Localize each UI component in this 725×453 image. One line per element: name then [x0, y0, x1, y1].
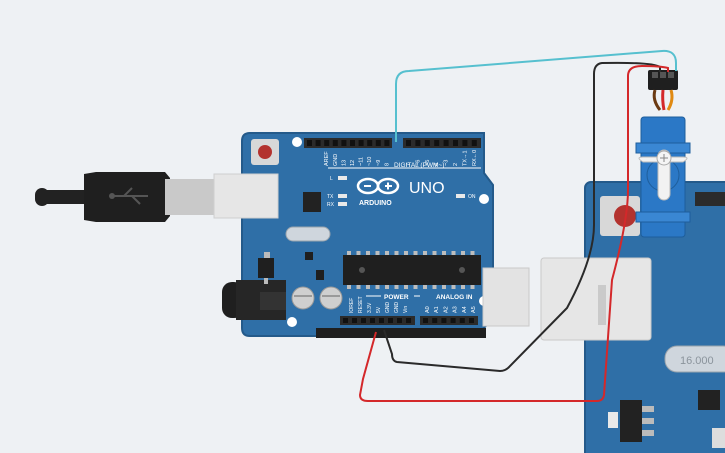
digital-pin-label: 8 [384, 163, 390, 166]
analog-pin-label: A5 [471, 306, 477, 313]
capacitors [291, 286, 343, 310]
signal-wire[interactable] [395, 49, 677, 142]
analog-pin-label: A0 [425, 306, 431, 313]
digital-pin-label: TX→1 [462, 150, 468, 166]
second-crystal [664, 345, 725, 373]
digital-pin-label: GND [333, 154, 339, 166]
power-pin-label: GND [385, 302, 391, 314]
board-model: UNO [409, 180, 445, 197]
digital-pin-label: ~3 [444, 160, 450, 166]
cable-connector [482, 267, 530, 327]
mount-hole [292, 137, 302, 147]
crystal [285, 226, 331, 242]
digital-pin-label: RX←0 [472, 150, 478, 166]
analog-pin-label: A4 [462, 306, 468, 313]
reset-button[interactable] [251, 139, 279, 165]
tx-led [338, 194, 347, 198]
power-header[interactable] [340, 316, 478, 325]
on-led [456, 194, 465, 198]
digital-pin-label: ~9 [376, 160, 382, 166]
arduino-logo-icon [356, 177, 400, 195]
on-label: ON [468, 194, 476, 200]
analog-pin-label: A2 [443, 306, 449, 313]
power-jack [222, 280, 286, 320]
mount-hole [479, 194, 489, 204]
rx-led [338, 202, 347, 206]
digital-label: DIGITAL (PWM~) [394, 162, 444, 169]
digital-pin-label: 4 [434, 163, 440, 166]
board-bottom-edge [316, 328, 486, 338]
atmega-chip [343, 251, 481, 289]
digital-pin-label: 12 [350, 160, 356, 166]
power-pin-label: IOREF [349, 298, 355, 313]
power-pin-label: GND [394, 302, 400, 314]
power-pin-label: 3.3V [367, 302, 373, 313]
digital-header[interactable] [304, 138, 481, 169]
digital-pin-label: 2 [453, 163, 459, 166]
digital-pin-label: ~5 [425, 160, 431, 166]
usb-jack [213, 173, 279, 219]
power-pin-label: RESET [358, 296, 364, 313]
power-pin-label: 5V [376, 306, 382, 313]
usb-symbol-icon [109, 187, 148, 205]
digital-pin-label: 7 [406, 163, 412, 166]
second-header [695, 192, 725, 206]
analog-label: ANALOG IN [436, 294, 473, 301]
analog-pin-label: A1 [434, 306, 440, 313]
power-pin-label: Vin [403, 306, 409, 313]
rx-label: RX [327, 202, 335, 208]
digital-pin-label: ~11 [359, 157, 365, 166]
l-label: L [330, 176, 333, 182]
digital-pin-label: ~6 [415, 160, 421, 166]
digital-pin-label: AREF [324, 151, 330, 166]
usb-chip [303, 192, 321, 212]
power-wire[interactable] [358, 64, 669, 402]
l-led [338, 176, 347, 180]
ground-wire[interactable] [383, 61, 661, 373]
crystal-label: 16.000 [680, 355, 714, 367]
voltage-regulator [258, 258, 274, 278]
second-usb-jack [540, 257, 652, 341]
power-label: POWER [384, 294, 409, 301]
second-arduino-board[interactable]: 16.000 [540, 181, 725, 453]
tx-label: TX [327, 194, 334, 200]
mount-hole [287, 317, 297, 327]
board-brand: ARDUINO [359, 200, 392, 207]
digital-pin-label: ~10 [367, 157, 373, 166]
second-regulator [620, 400, 642, 442]
digital-pin-label: 13 [341, 160, 347, 166]
servo-horn-icon[interactable] [638, 149, 688, 201]
analog-pin-label: A3 [453, 306, 459, 313]
servo-motor[interactable] [635, 70, 691, 238]
